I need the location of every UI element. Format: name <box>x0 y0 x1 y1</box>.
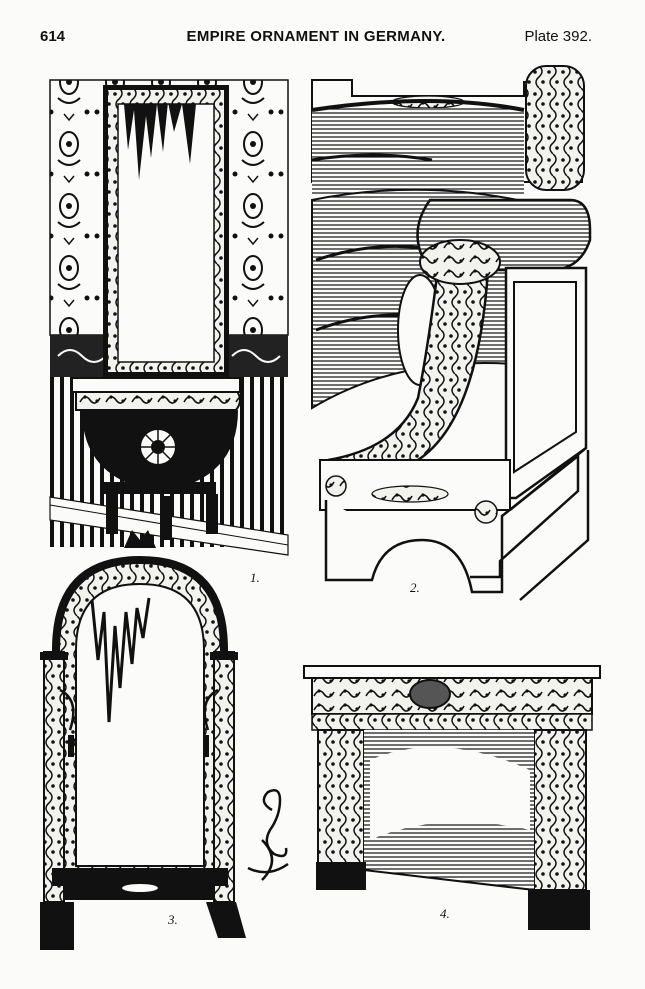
cheval-glass-with-candle-arms-icon <box>40 530 246 950</box>
page-title: EMPIRE ORNAMENT IN GERMANY. <box>186 28 446 45</box>
pier-mirror-with-console-table-icon <box>49 79 289 556</box>
plate-number: Plate 392. <box>524 28 592 45</box>
sofa-armrest-with-horn-scroll-icon <box>311 65 592 601</box>
monogram-cipher-icon <box>247 789 289 881</box>
carved-fireplace-mantel-icon <box>303 665 601 930</box>
figure-number: 3. <box>168 912 178 927</box>
page-number: 614 <box>40 28 66 45</box>
figure-number: 1. <box>250 570 260 585</box>
figure-number: 2. <box>410 580 420 595</box>
figure-number: 4. <box>440 906 450 921</box>
page-header: 614 EMPIRE ORNAMENT IN GERMANY. Plate 39… <box>40 28 592 54</box>
